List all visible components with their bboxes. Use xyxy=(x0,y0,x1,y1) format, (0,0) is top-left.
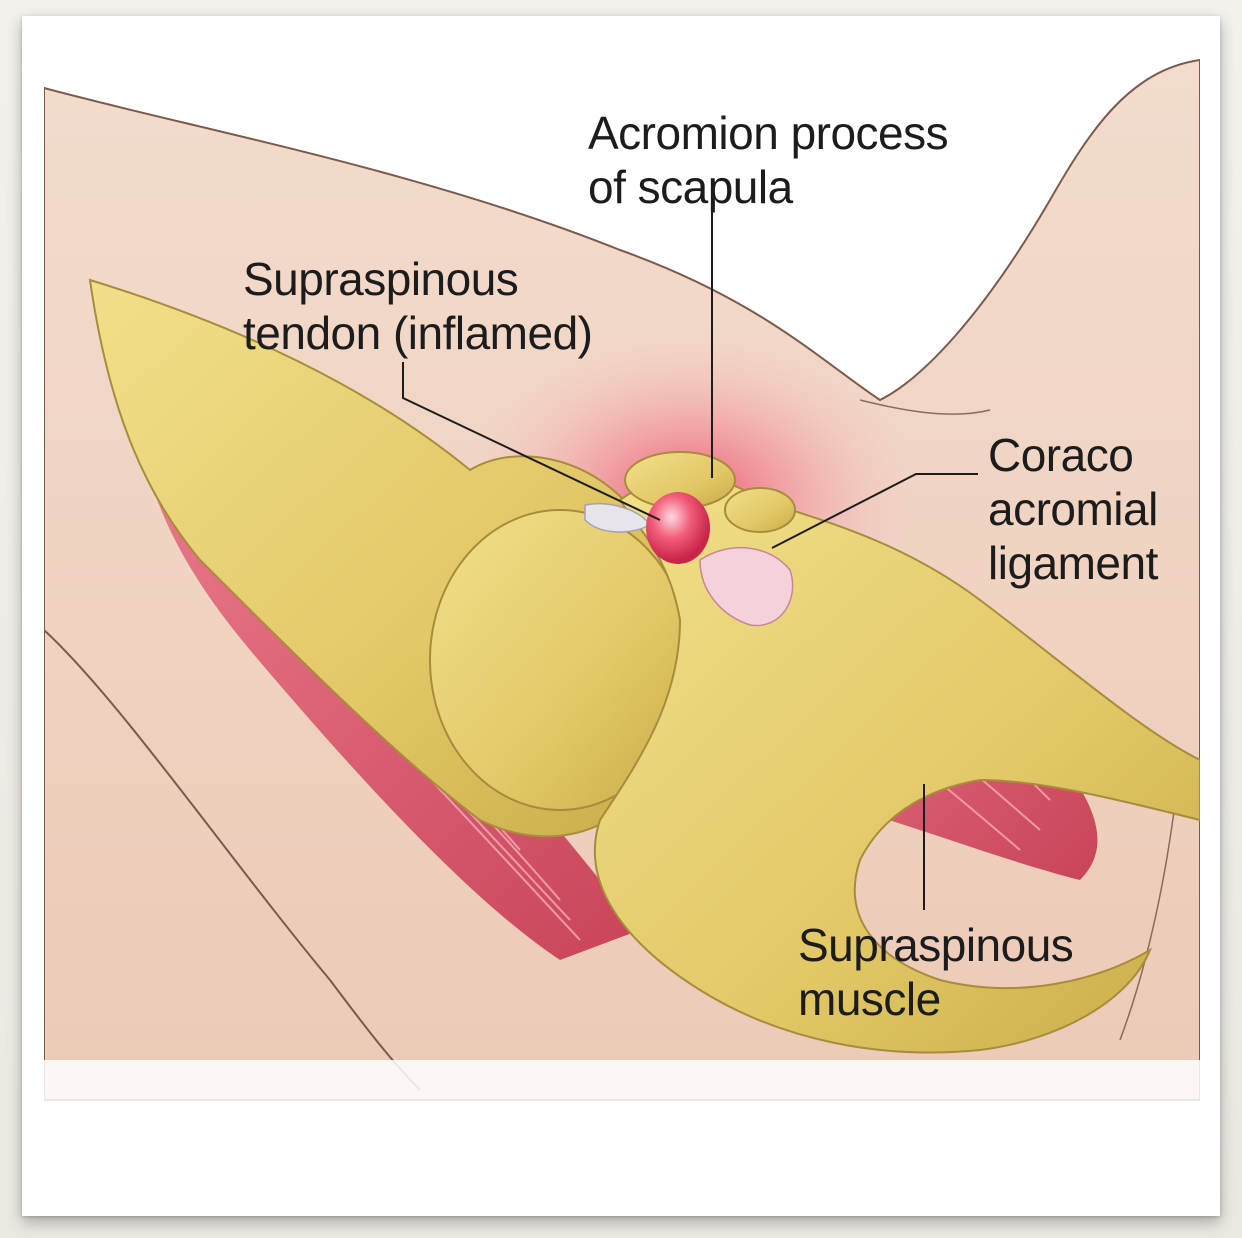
label-acromion-line2: of scapula xyxy=(588,160,948,214)
label-ligament-line1: Coraco xyxy=(988,428,1158,482)
label-acromion-process: Acromion process of scapula xyxy=(588,106,948,214)
label-muscle-line2: muscle xyxy=(798,972,1073,1026)
label-acromion-line1: Acromion process xyxy=(588,106,948,160)
label-tendon-line1: Supraspinous xyxy=(243,252,592,306)
label-supraspinous-tendon: Supraspinous tendon (inflamed) xyxy=(243,252,592,360)
label-muscle-line1: Supraspinous xyxy=(798,918,1073,972)
inflamed-tendon-bump xyxy=(646,492,710,564)
label-supraspinous-muscle: Supraspinous muscle xyxy=(798,918,1073,1026)
label-coraco-acromial-ligament: Coraco acromial ligament xyxy=(988,428,1158,590)
label-ligament-line3: ligament xyxy=(988,536,1158,590)
label-tendon-line2: tendon (inflamed) xyxy=(243,306,592,360)
label-ligament-line2: acromial xyxy=(988,482,1158,536)
